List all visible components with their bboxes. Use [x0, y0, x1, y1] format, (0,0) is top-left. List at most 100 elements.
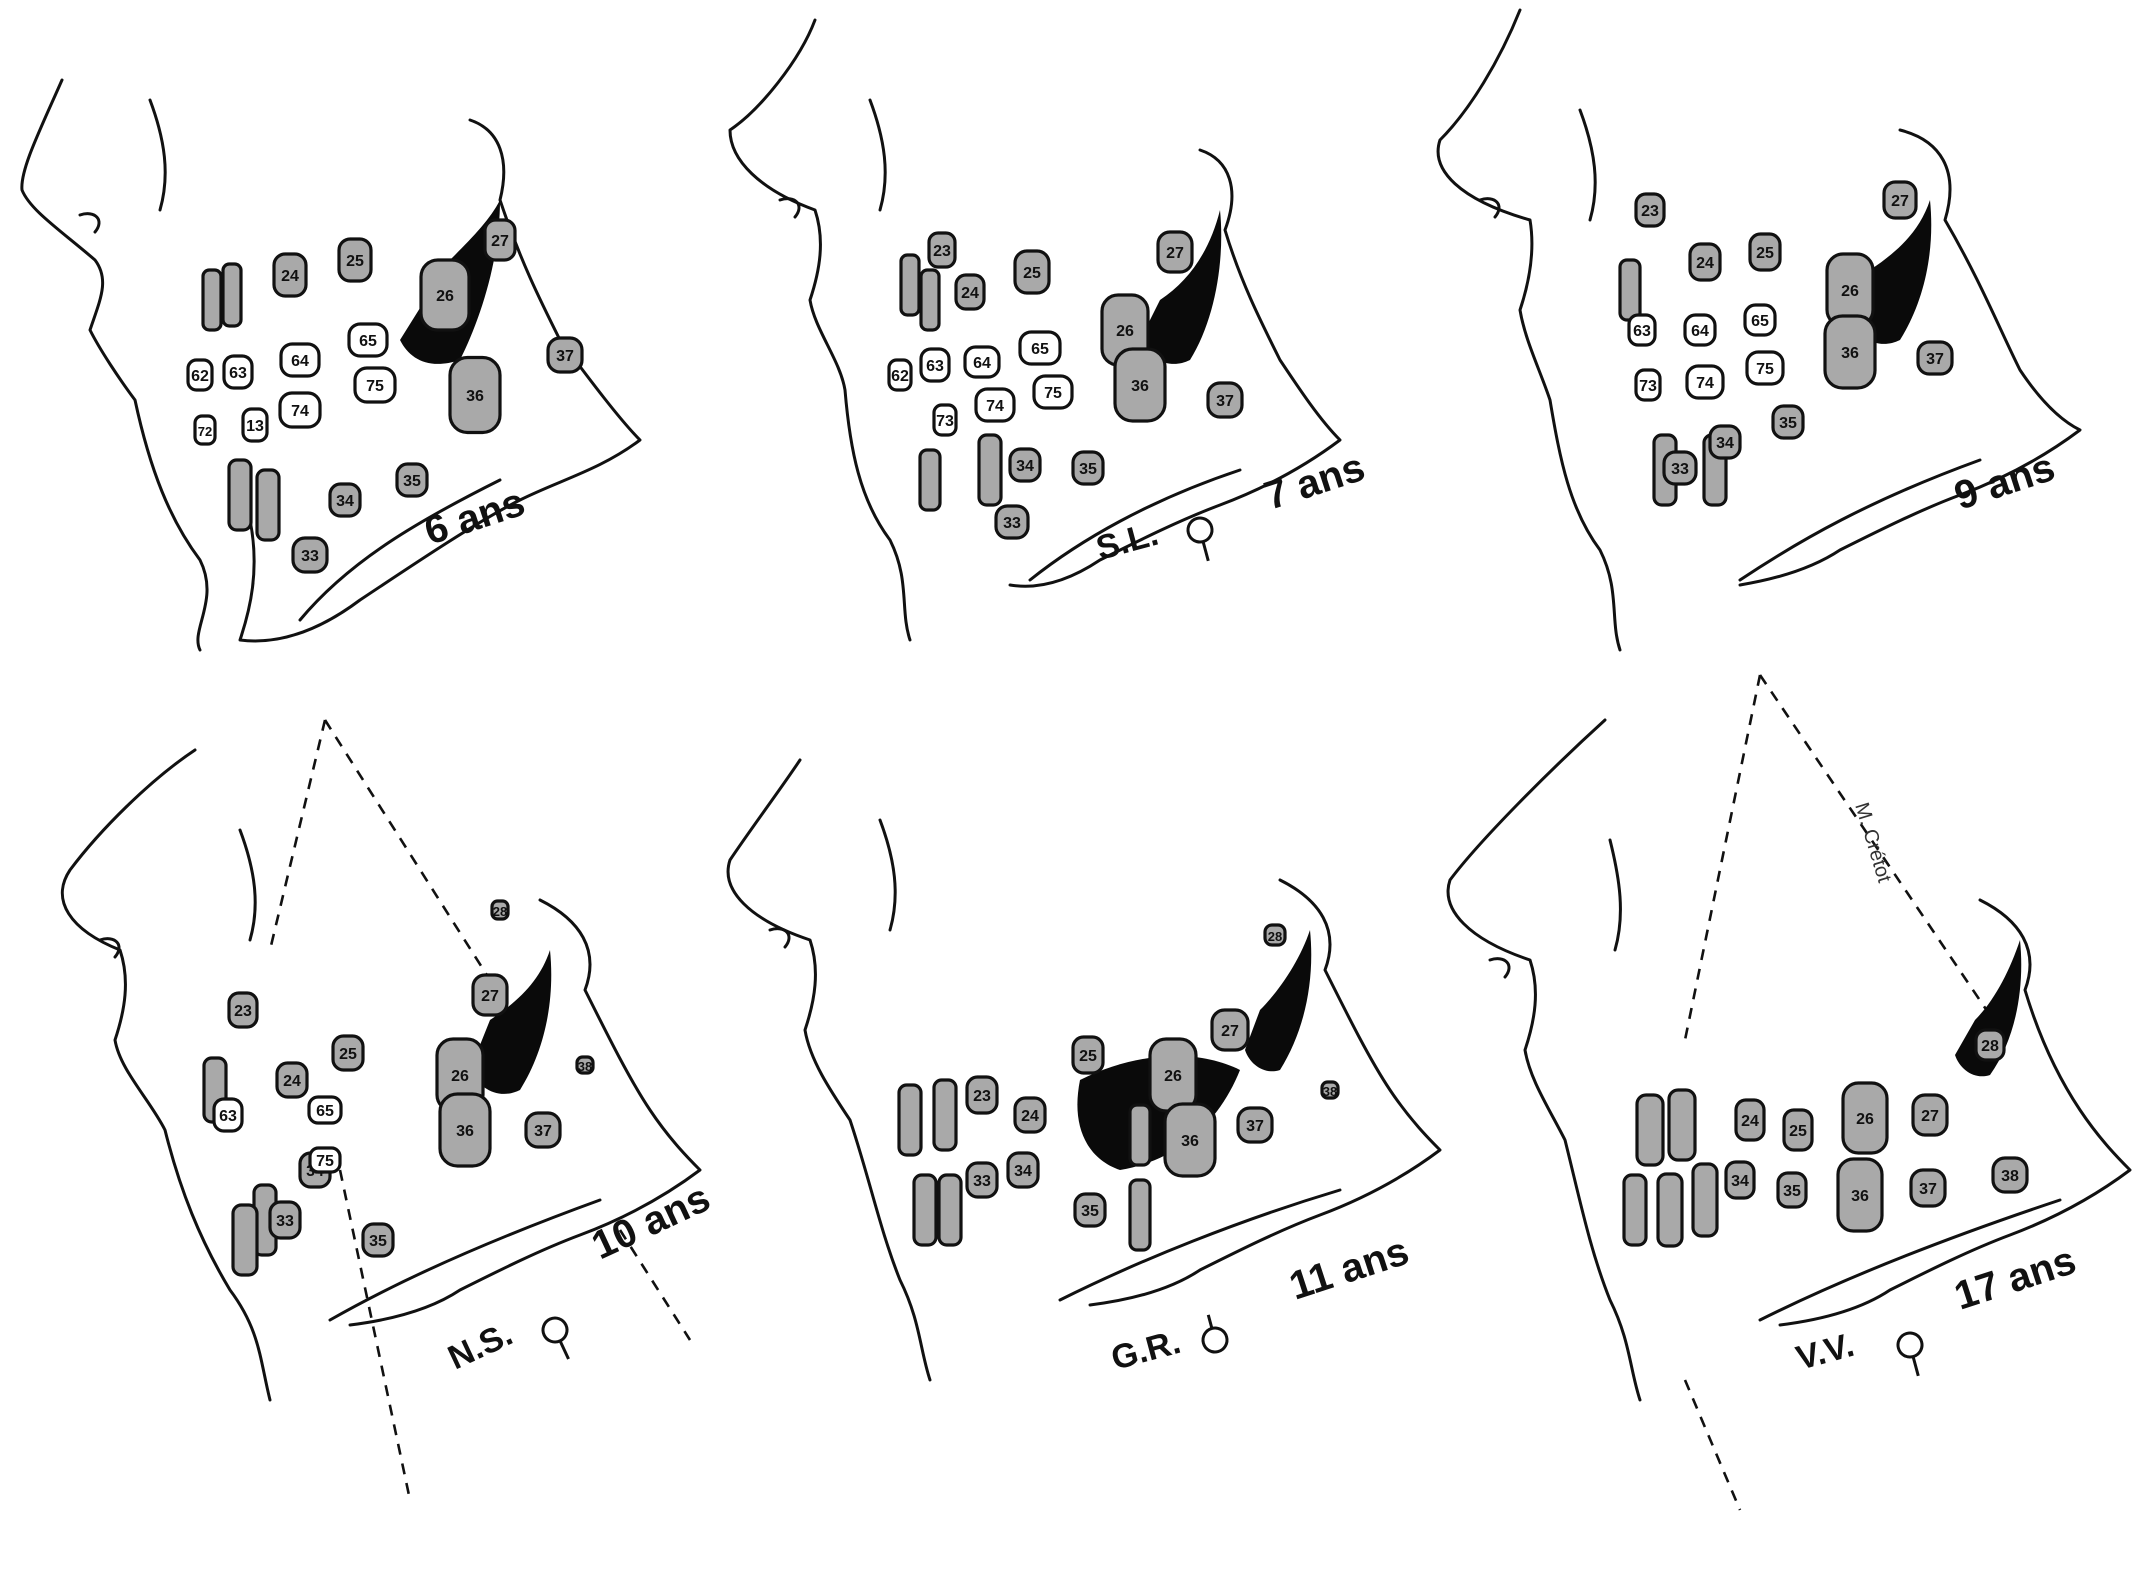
face-profile-outline: [1446, 718, 1642, 1402]
tooth-33: [268, 1200, 302, 1240]
tooth-36: [1836, 1157, 1884, 1233]
tooth-number-label: 74: [1696, 375, 1714, 392]
tooth-number-label: 26: [1841, 283, 1859, 300]
tooth-number-label: 27: [491, 233, 509, 250]
tooth-number-label: 35: [1081, 1203, 1099, 1220]
nostril-outline: [98, 937, 121, 959]
tooth-number-label: 36: [1841, 345, 1859, 362]
tooth-25: [1071, 1035, 1105, 1075]
tooth-number-label: 26: [1116, 323, 1134, 340]
tooth-number-label: 65: [1031, 341, 1049, 358]
tooth-33: [291, 536, 329, 574]
age-label: 10 ans: [585, 1176, 716, 1269]
tooth-24: [275, 1061, 309, 1099]
tooth-73: [932, 403, 958, 437]
nostril-outline: [768, 927, 791, 949]
tooth-62: [186, 358, 214, 392]
mandible-base: [1738, 458, 1982, 582]
tooth-number-label: 64: [973, 355, 991, 372]
tooth-37: [524, 1111, 562, 1149]
tooth-36: [1823, 314, 1877, 390]
tooth-23: [227, 991, 259, 1029]
tooth-number-label: 65: [316, 1103, 334, 1120]
tooth-27: [1210, 1008, 1250, 1052]
tooth-24: [1734, 1098, 1766, 1142]
tooth-74: [1685, 364, 1725, 400]
tooth-number-label: 34: [1716, 435, 1734, 452]
tooth-36: [1163, 1102, 1217, 1178]
sex-symbol: [1186, 516, 1214, 562]
tooth-number-label: 35: [1783, 1183, 1801, 1200]
tooth-36: [1113, 347, 1167, 423]
tooth-number-label: 24: [283, 1073, 301, 1090]
nostril-outline: [778, 197, 801, 219]
tooth-63: [212, 1097, 244, 1133]
tooth-35: [395, 462, 429, 498]
eruption-space: [1245, 930, 1312, 1072]
patient-initials: V.V.: [1792, 1326, 1858, 1378]
tooth-35: [1771, 404, 1805, 440]
tooth-64: [1683, 313, 1717, 347]
mandible-base: [1028, 468, 1242, 582]
tooth-36: [438, 1092, 492, 1168]
tooth-23: [1634, 192, 1666, 228]
tooth-number-label: 26: [1856, 1111, 1874, 1128]
age-label: 9 ans: [1949, 445, 2060, 518]
tooth-24: [1013, 1096, 1047, 1134]
tooth-number-label: 27: [1221, 1023, 1239, 1040]
tooth-number-label: 23: [234, 1003, 252, 1020]
tooth-25: [1748, 232, 1782, 272]
tooth-number-label: 25: [1756, 245, 1774, 262]
lip-outline: [148, 98, 167, 212]
tooth-number-label: 73: [936, 413, 954, 430]
tooth-72: [193, 414, 217, 446]
mandible-base: [1058, 1188, 1342, 1302]
face-profile-outline: [60, 748, 272, 1402]
tooth-74: [974, 387, 1016, 423]
tooth-number-label: 75: [366, 378, 384, 395]
jaw-outline: [1778, 898, 2132, 1327]
tooth-number-label: 38: [578, 1059, 592, 1074]
tooth-unlabeled: [255, 468, 281, 542]
face-profile-outline: [1436, 8, 1622, 652]
mandible-base: [328, 1198, 602, 1322]
tooth-unlabeled: [932, 1078, 958, 1152]
tooth-number-label: 23: [933, 243, 951, 260]
tooth-number-label: 24: [1696, 255, 1714, 272]
tooth-number-label: 23: [1641, 203, 1659, 220]
mandible-base: [1758, 1198, 2062, 1322]
tooth-23: [927, 231, 957, 269]
lip-outline: [238, 828, 257, 942]
tooth-23: [965, 1075, 999, 1115]
nostril-outline: [78, 212, 101, 234]
tooth-26: [1841, 1081, 1889, 1155]
tooth-unlabeled: [1691, 1162, 1719, 1238]
tooth-63: [1627, 313, 1657, 347]
tooth-33: [1662, 450, 1698, 486]
face-profile-outline: [20, 78, 209, 652]
tooth-24: [1688, 242, 1722, 282]
face-profile-outline: [726, 758, 932, 1382]
tooth-34: [1708, 424, 1742, 460]
tooth-number-label: 63: [1633, 323, 1651, 340]
tooth-63: [919, 347, 951, 383]
tooth-35: [361, 1222, 395, 1258]
tooth-26: [419, 258, 471, 332]
tooth-unlabeled: [937, 1173, 963, 1247]
tooth-unlabeled: [1656, 1172, 1684, 1248]
tooth-unlabeled: [977, 433, 1003, 507]
tooth-number-label: 25: [1023, 265, 1041, 282]
tooth-24: [272, 252, 308, 298]
lip-outline: [1608, 838, 1622, 952]
tooth-35: [1071, 450, 1105, 486]
tooth-63: [222, 354, 254, 390]
tooth-37: [546, 336, 584, 374]
